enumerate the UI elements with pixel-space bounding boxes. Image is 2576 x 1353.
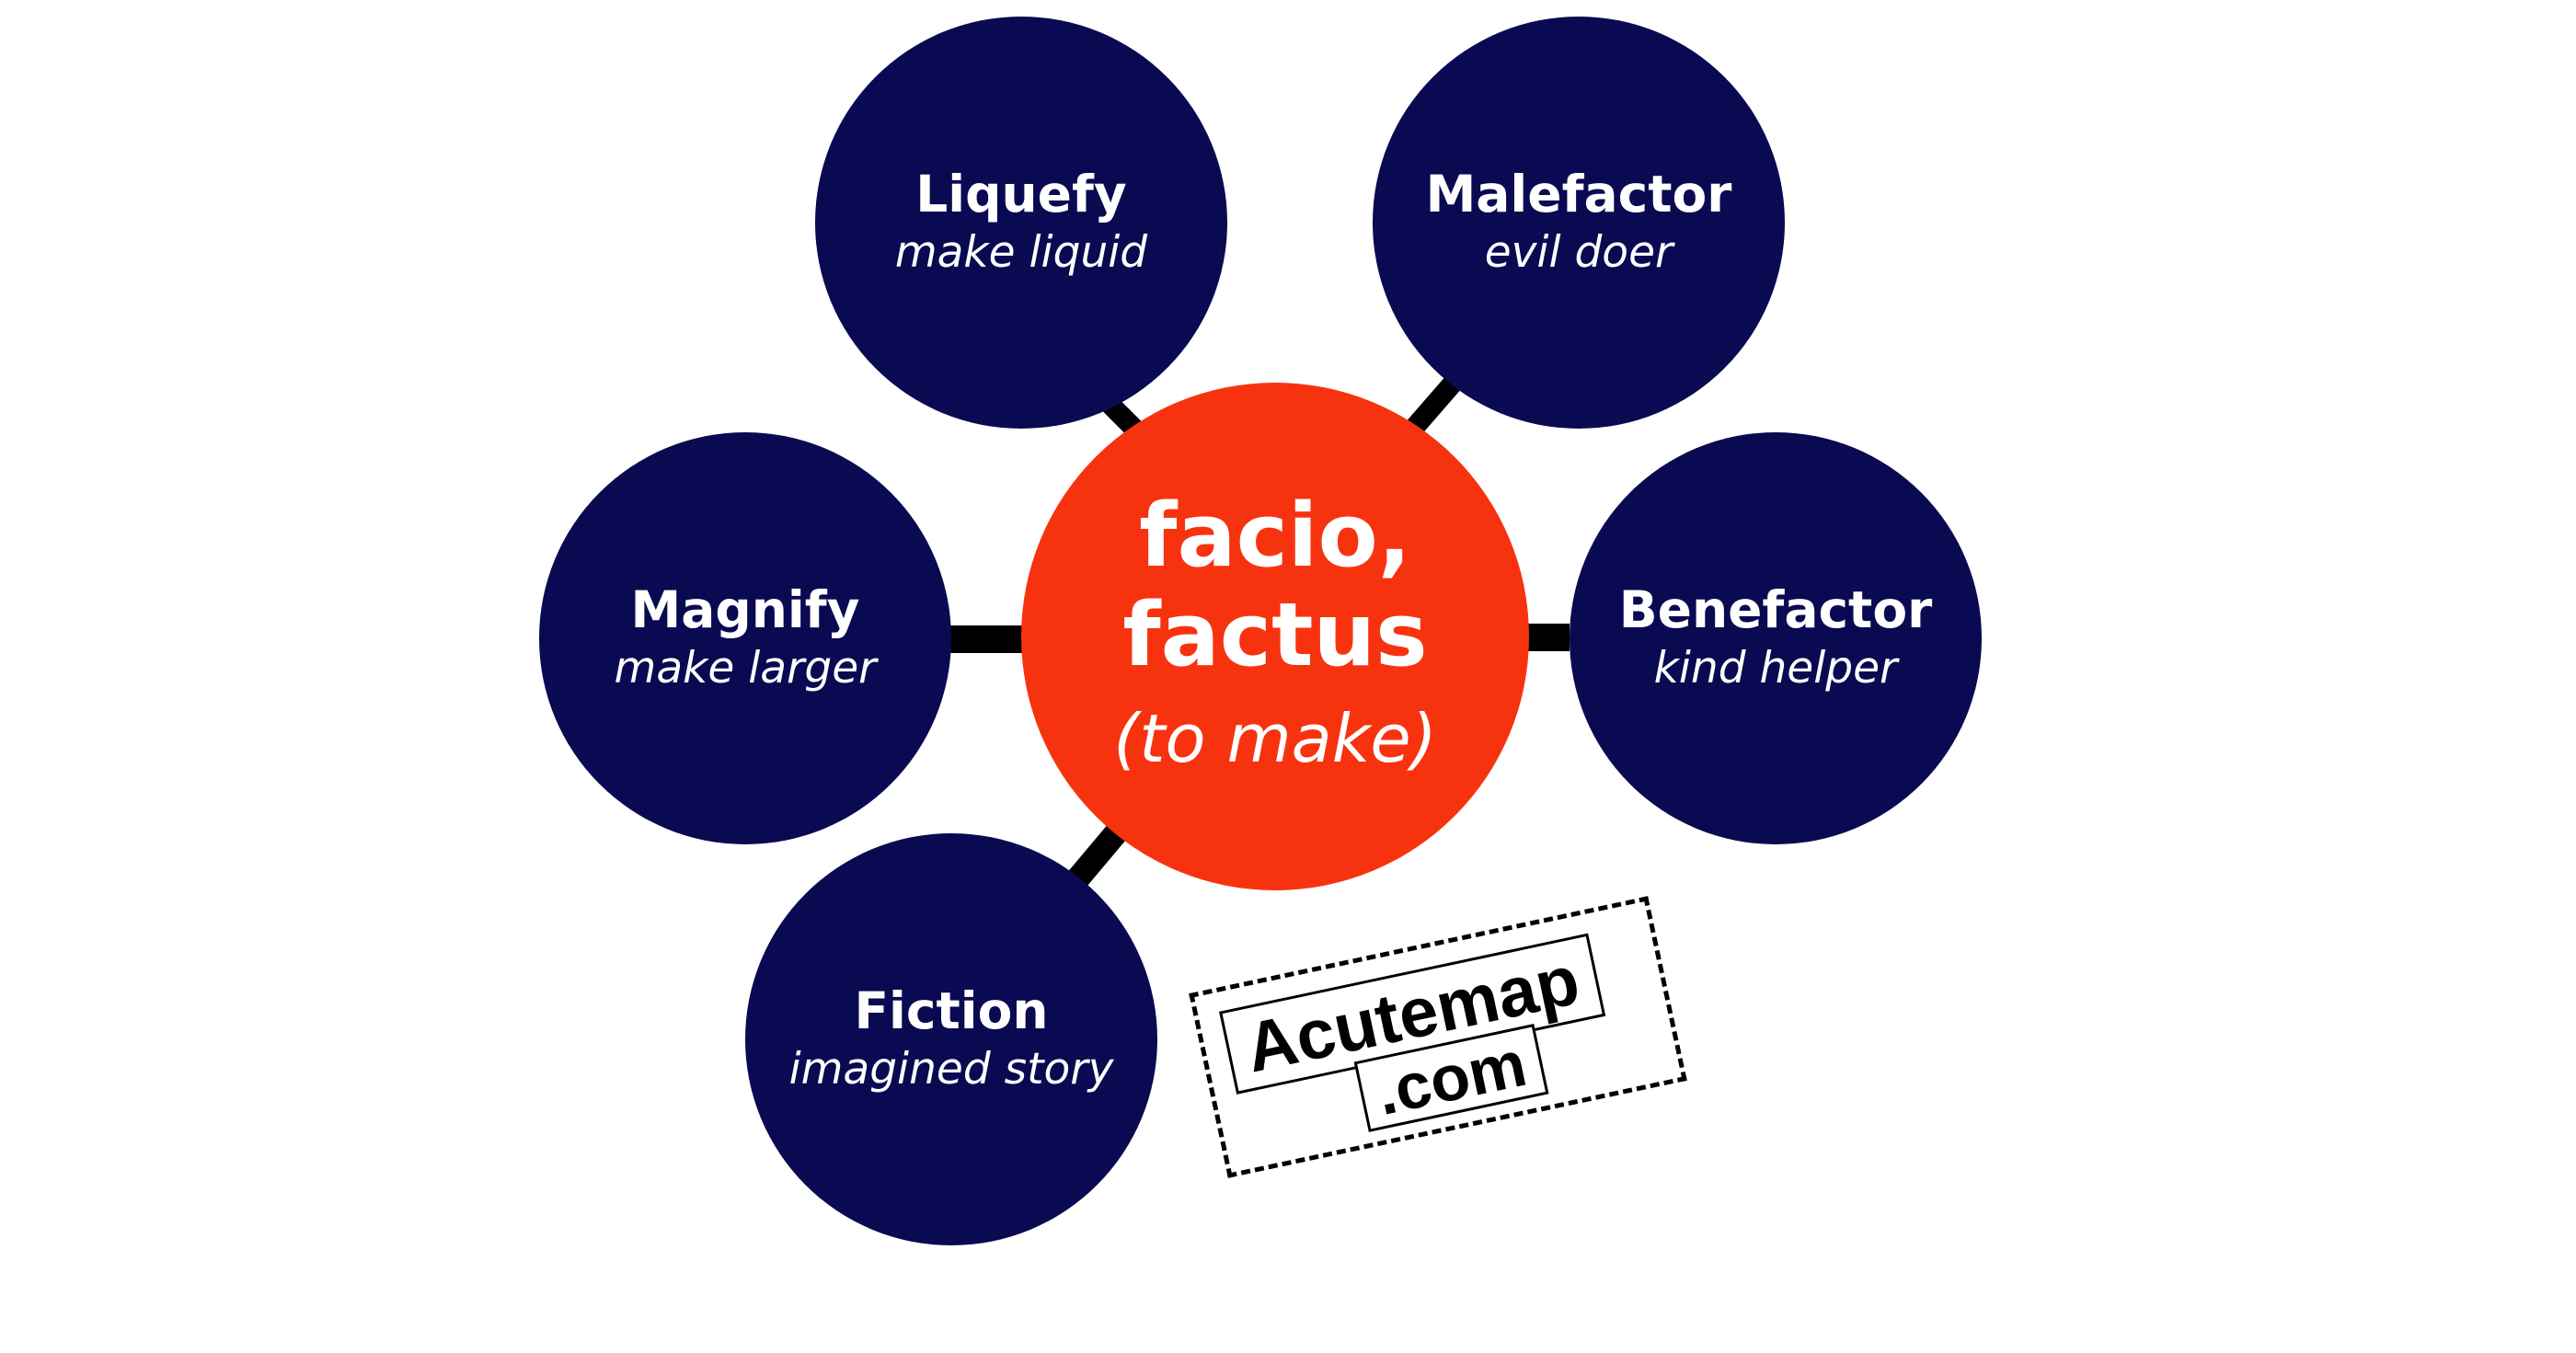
node-fiction: Fiction imagined story bbox=[745, 833, 1157, 1245]
node-malefactor: Malefactor evil doer bbox=[1373, 17, 1785, 429]
root-circle: facio, factus (to make) bbox=[1021, 383, 1529, 890]
watermark-stamp: Acutemap .com bbox=[1189, 896, 1687, 1178]
root-word-line2: factus bbox=[1122, 584, 1428, 686]
node-word: Malefactor bbox=[1425, 165, 1732, 224]
node-meaning: make larger bbox=[614, 643, 877, 694]
node-word: Benefactor bbox=[1618, 580, 1933, 640]
node-word: Magnify bbox=[630, 580, 860, 640]
node-meaning: imagined story bbox=[788, 1044, 1114, 1095]
root-meaning: (to make) bbox=[1113, 699, 1437, 777]
node-word: Liquefy bbox=[915, 165, 1127, 224]
node-liquefy: Liquefy make liquid bbox=[815, 17, 1227, 429]
node-meaning: evil doer bbox=[1484, 227, 1673, 279]
node-meaning: kind helper bbox=[1653, 643, 1898, 694]
root-word-line1: facio, bbox=[1139, 486, 1411, 588]
node-benefactor: Benefactor kind helper bbox=[1570, 432, 1982, 844]
node-word: Fiction bbox=[854, 981, 1049, 1041]
node-meaning: make liquid bbox=[894, 227, 1148, 279]
connector-magnify bbox=[940, 625, 1025, 653]
node-magnify: Magnify make larger bbox=[539, 432, 951, 844]
